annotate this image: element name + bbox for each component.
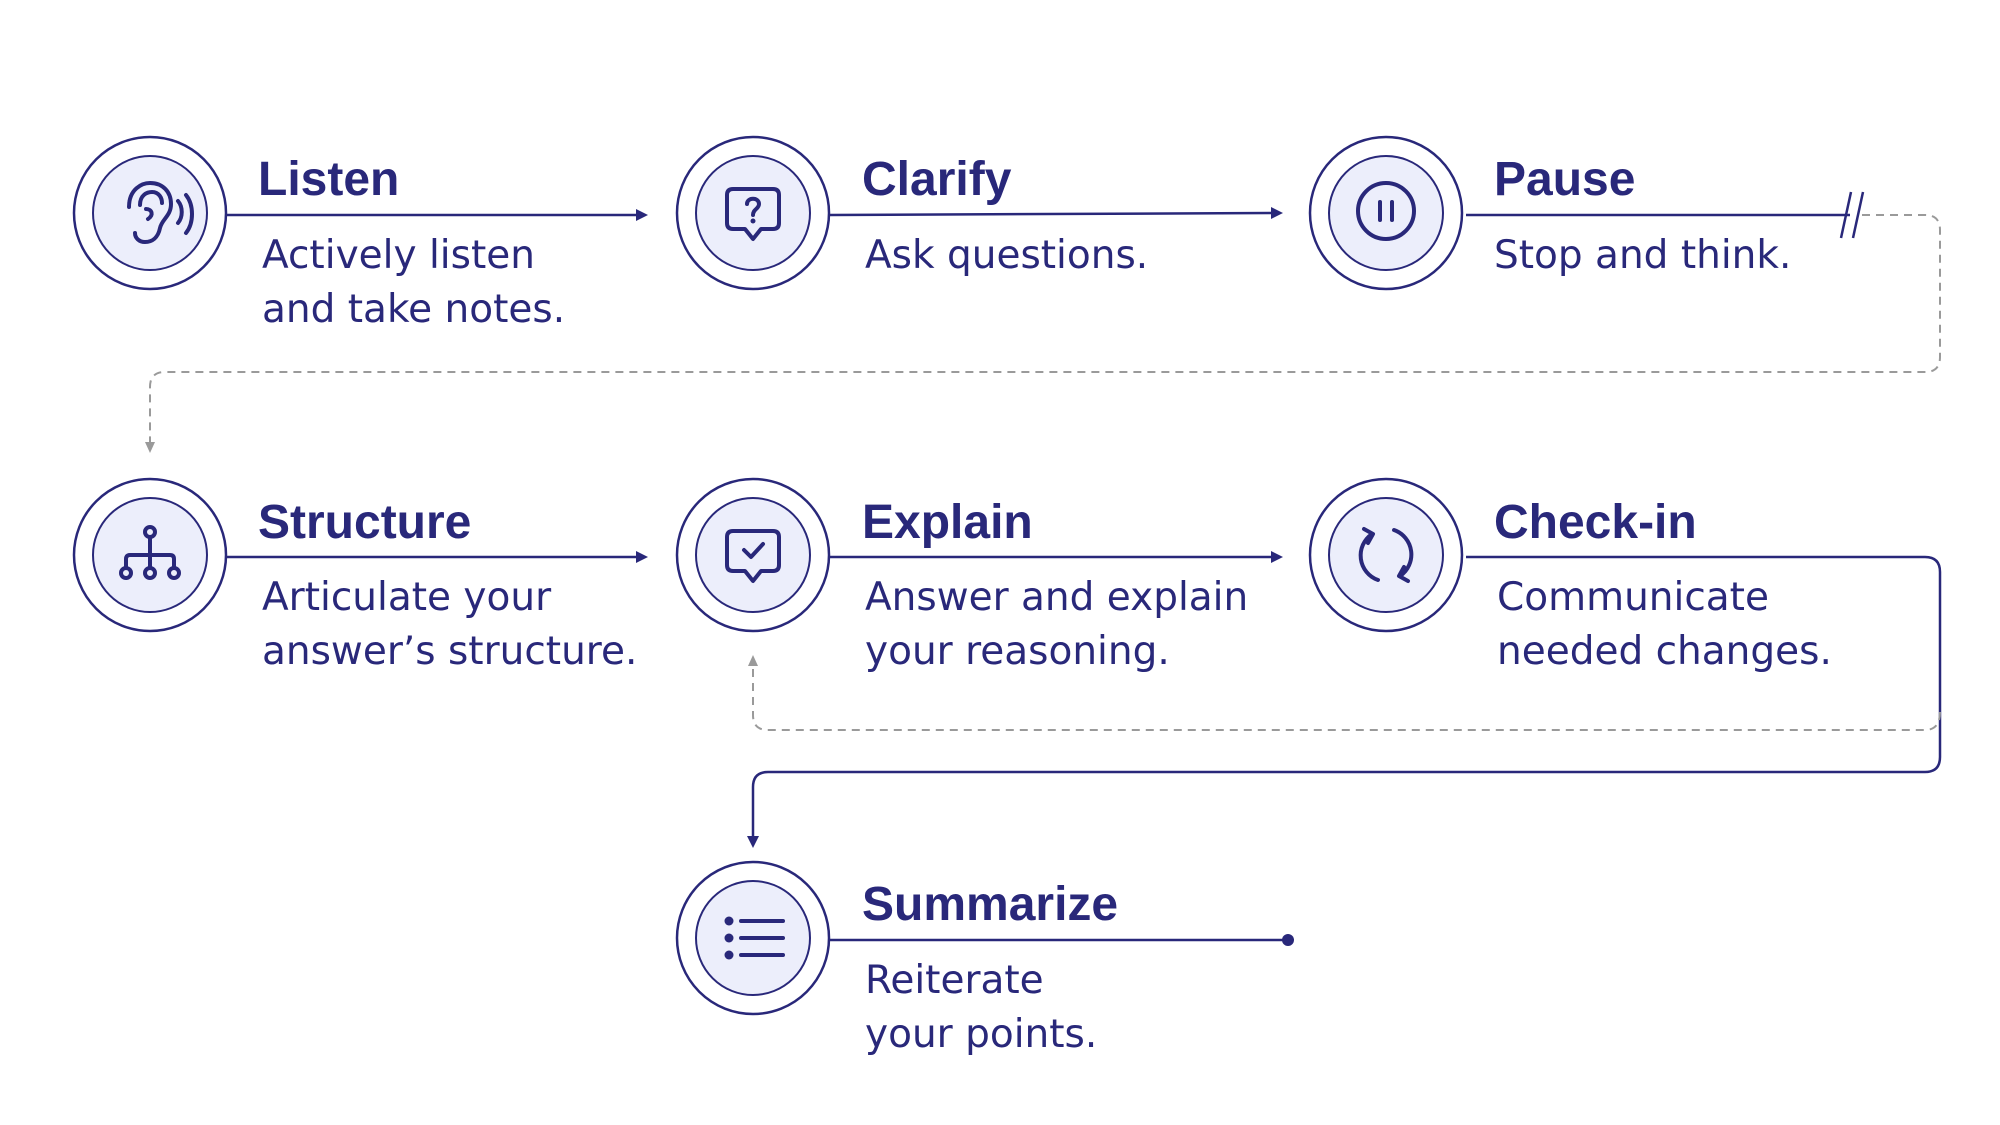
node-ring [675,860,831,1016]
step-desc-line-2: and take notes. [262,287,565,332]
step-title: Summarize [862,878,1118,931]
dashed-arrowhead-explain [748,655,758,666]
step-desc-line-2: answer’s structure. [262,629,637,674]
step-title: Listen [258,153,399,206]
step-clarify: Clarify Ask questions. [675,135,1148,291]
refresh-icon [1358,527,1414,583]
node-ring [1308,477,1464,633]
arrowhead-pause [1271,207,1283,219]
dashed-wrap-pause-structure [149,214,1941,443]
step-desc-line-1: Stop and think. [1494,233,1791,278]
list-icon [724,916,785,960]
step-desc-line-1: Articulate your [262,575,552,620]
step-desc-line-1: Actively listen [262,233,535,278]
step-explain: Explain Answer and explain your reasonin… [675,477,1248,674]
arrowhead-clarify [636,209,648,221]
step-desc-line-1: Ask questions. [865,233,1148,278]
step-title: Pause [1494,153,1635,206]
dashed-arrowhead-structure [145,442,155,453]
pause-icon [1356,181,1416,241]
node-icon-bg [1328,155,1444,271]
arrowhead-explain [636,551,648,563]
step-listen: Listen Actively listen and take notes. [72,135,565,332]
arrowhead-summarize [747,836,759,848]
step-title: Structure [258,496,471,549]
check-bubble-icon [725,529,781,583]
step-desc-line-1: Answer and explain [865,575,1248,620]
node-ring [675,135,831,291]
end-dot [1282,934,1294,946]
connector-clarify-pause [829,211,1276,217]
question-bubble-icon [725,187,781,241]
node-ring [675,477,831,633]
node-ring [72,477,228,633]
break-mark [1839,191,1865,239]
node-ring [1308,135,1464,291]
step-desc-line-1: Communicate [1497,575,1769,620]
step-desc-line-1: Reiterate [865,958,1044,1003]
dashed-loop-checkin-explain [752,665,1941,731]
step-title: Check-in [1494,496,1697,549]
step-structure: Structure Articulate your answer’s struc… [72,477,637,674]
step-check-in: Check-in Communicate needed changes. [1308,477,1832,674]
step-desc-line-2: your reasoning. [865,629,1170,674]
node-ring [72,135,228,291]
step-desc-line-2: needed changes. [1497,629,1832,674]
step-title: Explain [862,496,1033,549]
node-icon-bg [1328,497,1444,613]
step-pause: Pause Stop and think. [1308,135,1791,291]
arrowhead-checkin [1271,551,1283,563]
step-summarize: Summarize Reiterate your points. [675,860,1118,1057]
connectors [145,191,1942,946]
step-title: Clarify [862,153,1012,206]
ear-sound-icon [127,181,194,244]
connector-checkin-summarize [751,555,1942,838]
hierarchy-icon [119,525,181,580]
step-desc-line-2: your points. [865,1012,1097,1057]
